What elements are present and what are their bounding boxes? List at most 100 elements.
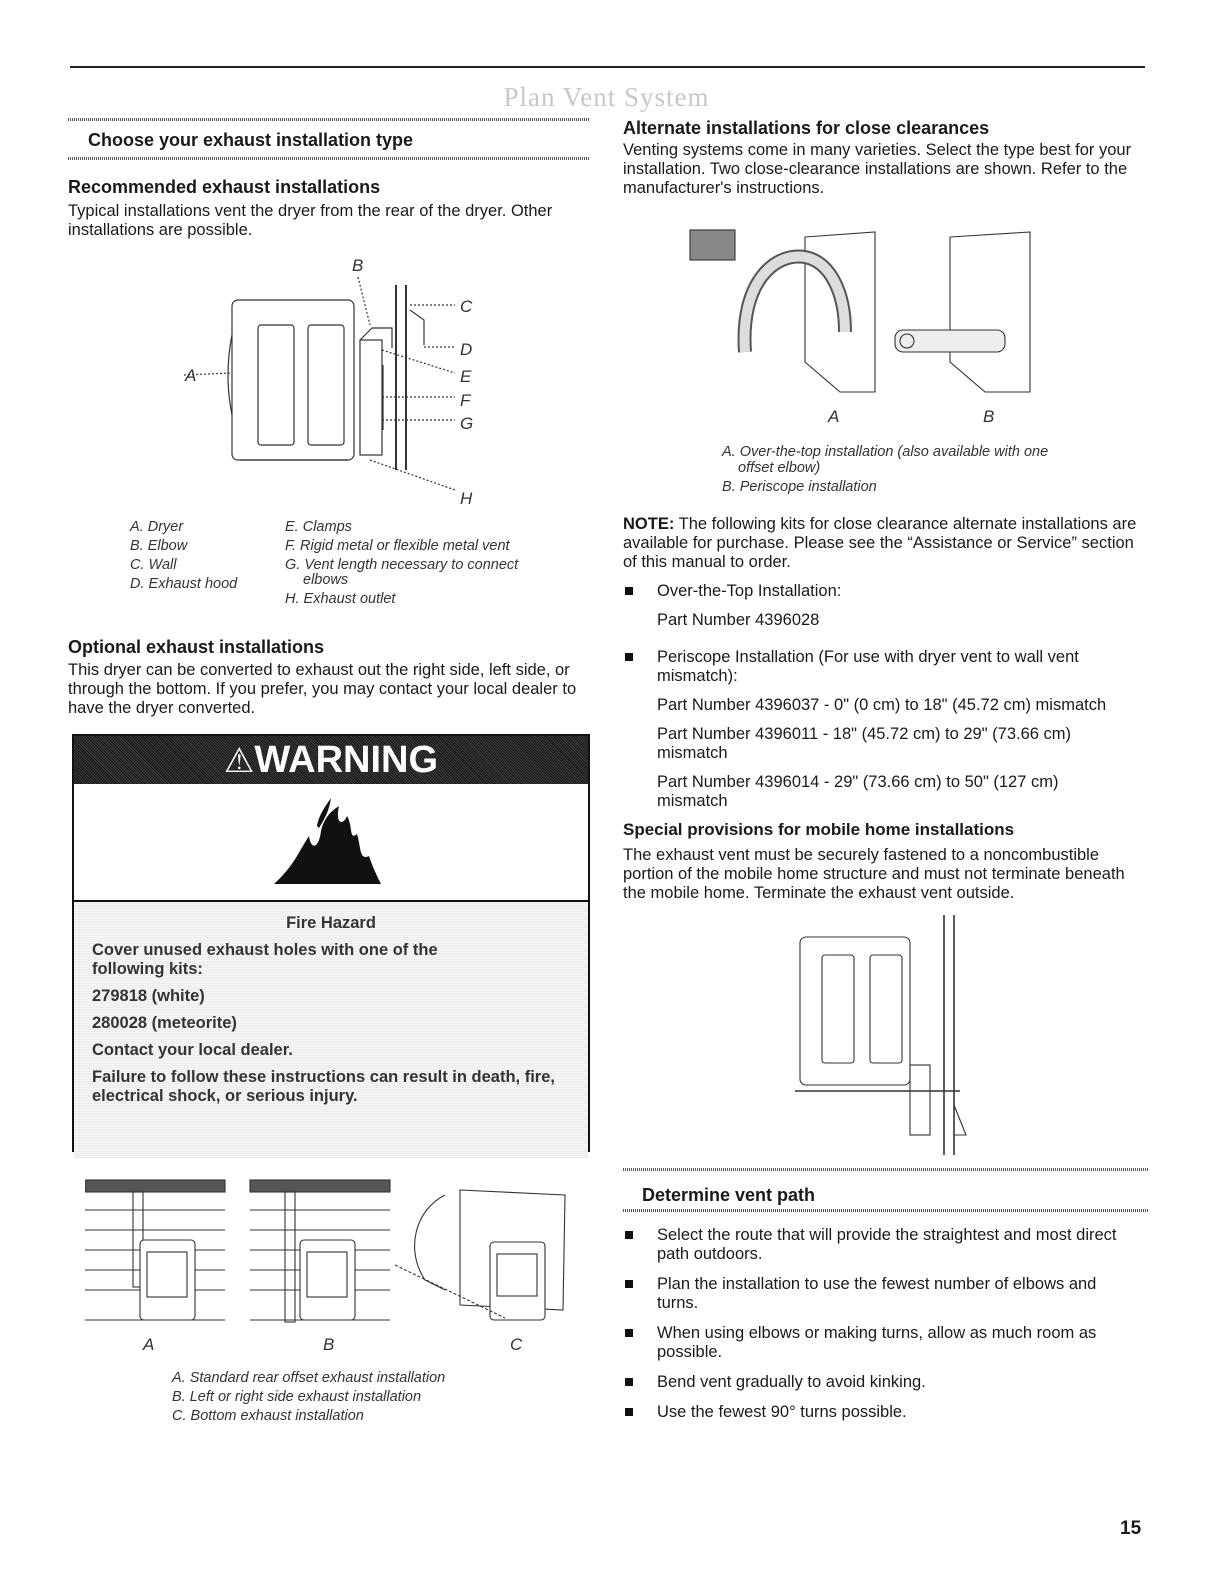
- note-text: The following kits for close clearance a…: [623, 515, 1137, 571]
- elbow-shape: [359, 327, 393, 348]
- kit-item: Periscope Installation (For use with dry…: [623, 648, 1148, 811]
- section-rule-top: [623, 1168, 1148, 1171]
- warning-triangle-icon: ⚠: [223, 742, 255, 780]
- kit-part: Part Number 4396014 - 29" (73.66 cm) to …: [657, 773, 1059, 810]
- vent-path-item: Select the route that will provide the s…: [623, 1226, 1127, 1264]
- kit-title: Over-the-Top Installation:: [657, 582, 842, 600]
- over-the-top-drawing: [689, 229, 876, 393]
- vent-path-item: When using elbows or making turns, allow…: [623, 1324, 1127, 1362]
- fig-label-f: F: [460, 391, 471, 410]
- leader-e: [381, 349, 456, 374]
- fig-label-d: D: [460, 340, 473, 359]
- fig-label-g: G: [460, 414, 474, 433]
- leader-a: [183, 372, 233, 376]
- warning-title: WARNING: [254, 739, 439, 781]
- page-title: Plan Vent System: [503, 82, 710, 112]
- option-a-drawing: [85, 1179, 226, 1321]
- legend-item: C. Wall: [130, 557, 177, 573]
- warning-hazard: Fire Hazard: [286, 914, 376, 932]
- close-clearance-figure: [689, 229, 1031, 393]
- fig-label-c: C: [460, 297, 473, 316]
- exhaust-hood: [953, 1104, 967, 1136]
- text-mobile-home: The exhaust vent must be securely fasten…: [623, 846, 1125, 902]
- dryer-body: [799, 936, 911, 1086]
- legend-left: A. Dryer B. Elbow C. Wall D. Exhaust hoo…: [130, 518, 280, 594]
- legend-right: E. Clamps F. Rigid metal or flexible met…: [285, 518, 585, 609]
- option-label-b: B: [323, 1335, 335, 1354]
- warning-box: ⚠WARNING Fire Hazard Cover unused exhaus…: [72, 734, 590, 1158]
- legend-item: B. Periscope installation: [722, 479, 877, 495]
- page-number: 15: [1120, 1518, 1142, 1539]
- exhaust-options-figure: [85, 1179, 566, 1323]
- legend-item: E. Clamps: [285, 519, 352, 535]
- exhaust-hood: [409, 309, 425, 345]
- vent-path-item: Bend vent gradually to avoid kinking.: [623, 1373, 1127, 1392]
- warning-line: Failure to follow these instructions can…: [92, 1068, 555, 1105]
- heading-mobile-home: Special provisions for mobile home insta…: [623, 820, 1015, 839]
- dryer-panel-left: [821, 954, 855, 1064]
- heading-alternate: Alternate installations for close cleara…: [623, 118, 990, 138]
- alt-label-a: A: [828, 407, 840, 426]
- vent-path-item: Use the fewest 90° turns possible.: [623, 1403, 1127, 1422]
- leader-b: [357, 276, 371, 326]
- legend-item: H. Exhaust outlet: [285, 591, 396, 607]
- section-rule-top: [68, 118, 590, 121]
- section-rule-bottom: [623, 1209, 1148, 1212]
- fig-label-h: H: [460, 489, 473, 508]
- mobile-home-figure: [795, 915, 967, 1155]
- section-rule-bottom: [68, 157, 590, 160]
- warning-line: Contact your local dealer.: [92, 1041, 293, 1059]
- warning-symbol-area: [74, 784, 588, 902]
- text-optional: This dryer can be converted to exhaust o…: [68, 661, 577, 717]
- heading-optional: Optional exhaust installations: [68, 637, 325, 657]
- kit-title: Periscope Installation (For use with dry…: [657, 648, 1079, 685]
- kit-list: Over-the-Top Installation: Part Number 4…: [623, 582, 1148, 811]
- periscope-drawing: [894, 231, 1031, 393]
- fig-label-b: B: [352, 256, 364, 275]
- note-label: NOTE:: [623, 515, 675, 533]
- vent-pipe: [359, 339, 383, 456]
- text-alternate: Venting systems come in many varieties. …: [623, 141, 1132, 197]
- options-legend: A. Standard rear offset exhaust installa…: [172, 1369, 552, 1426]
- fire-icon: [274, 798, 381, 884]
- legend-item: A. Dryer: [130, 519, 184, 535]
- fig-label-e: E: [460, 367, 472, 386]
- warning-line: 280028 (meteorite): [92, 1014, 237, 1032]
- vent-path-item: Plan the installation to use the fewest …: [623, 1275, 1127, 1313]
- legend-item: F. Rigid metal or flexible metal vent: [285, 538, 510, 554]
- text-recommended: Typical installations vent the dryer fro…: [68, 202, 553, 239]
- leader-h: [369, 459, 456, 491]
- kit-part: Part Number 4396028: [657, 611, 820, 629]
- section-title-exhaust-type: Choose your exhaust installation type: [88, 130, 414, 150]
- legend-item: B. Left or right side exhaust installati…: [172, 1389, 422, 1405]
- legend-item: C. Bottom exhaust installation: [172, 1408, 364, 1424]
- fig-label-a: A: [185, 366, 197, 385]
- recommended-installation-figure: [183, 276, 456, 491]
- kit-item: Over-the-Top Installation: Part Number 4…: [623, 582, 1148, 630]
- dryer-door-edge: [227, 334, 233, 416]
- option-label-c: C: [510, 1335, 523, 1354]
- heading-recommended: Recommended exhaust installations: [68, 177, 381, 197]
- legend-item: offset elbow): [738, 460, 821, 476]
- dryer-panel-right: [869, 954, 903, 1064]
- legend-item: B. Elbow: [130, 538, 188, 554]
- legend-item: elbows: [303, 572, 349, 588]
- kit-part: Part Number 4396011 - 18" (45.72 cm) to …: [657, 725, 1072, 762]
- warning-header: ⚠WARNING: [74, 736, 588, 784]
- vent-pipe: [909, 1064, 931, 1136]
- option-c-drawing: [394, 1189, 566, 1321]
- alt-label-b: B: [983, 407, 995, 426]
- dryer-panel-right: [307, 324, 345, 446]
- warning-text-area: Fire Hazard Cover unused exhaust holes w…: [74, 902, 588, 1158]
- dryer-body: [231, 299, 355, 461]
- legend-item: A. Over-the-top installation (also avail…: [722, 444, 1049, 460]
- legend-item: D. Exhaust hood: [130, 576, 238, 592]
- legend-item: A. Standard rear offset exhaust installa…: [172, 1370, 446, 1386]
- warning-line: 279818 (white): [92, 987, 205, 1005]
- alt-legend: A. Over-the-top installation (also avail…: [722, 443, 1102, 497]
- top-rule: [70, 66, 1145, 68]
- note-paragraph: NOTE: The following kits for close clear…: [623, 515, 1143, 572]
- option-label-a: A: [143, 1335, 155, 1354]
- dryer-panel-left: [257, 324, 295, 446]
